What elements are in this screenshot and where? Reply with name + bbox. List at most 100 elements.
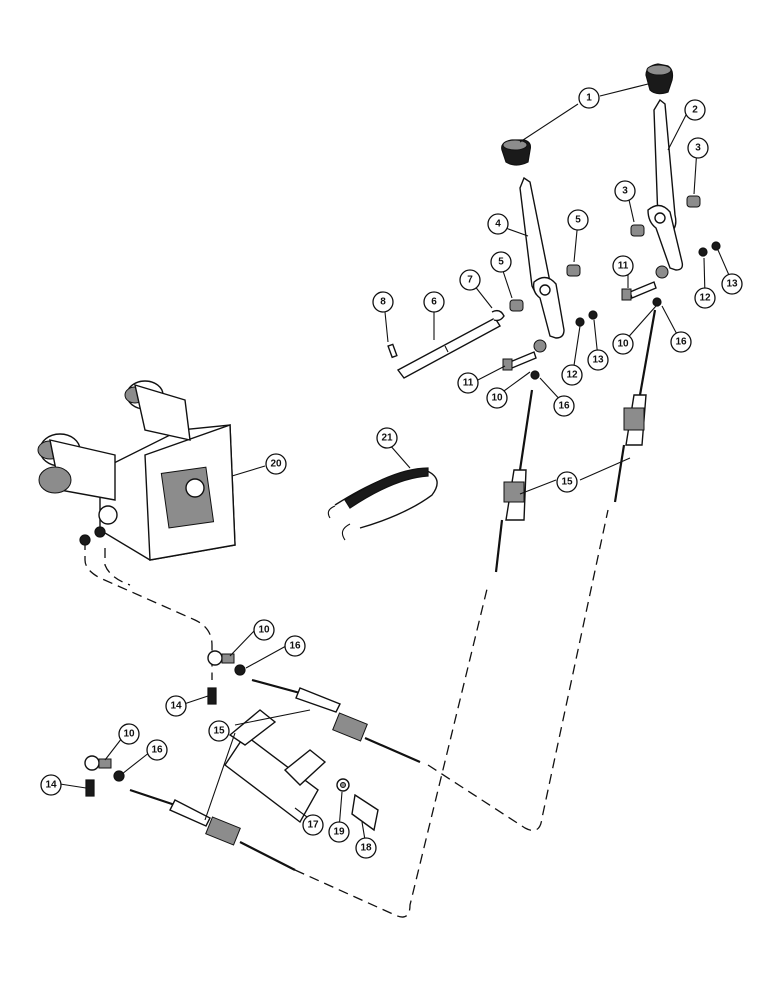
svg-text:6: 6 xyxy=(431,297,437,308)
nut-16d xyxy=(113,770,125,782)
svg-text:16: 16 xyxy=(558,401,570,412)
nut-16c xyxy=(234,664,246,676)
ball-joint-10b xyxy=(655,265,669,279)
svg-text:10: 10 xyxy=(123,729,135,740)
callout-8: 8 xyxy=(372,291,394,313)
callout-13-right: 13 xyxy=(721,273,743,295)
nut-16b xyxy=(652,297,662,307)
cable-routing-lines xyxy=(84,509,609,918)
pivot-shaft xyxy=(396,317,501,379)
nut-12a xyxy=(575,317,585,327)
callout-6: 6 xyxy=(423,291,445,313)
callout-17: 17 xyxy=(302,814,324,836)
control-lever-left xyxy=(519,176,565,339)
svg-text:11: 11 xyxy=(618,261,629,272)
control-cable-lower-upper xyxy=(251,678,421,764)
callout-12-right: 12 xyxy=(694,287,716,309)
callout-15-upper: 15 xyxy=(556,471,578,493)
svg-text:11: 11 xyxy=(463,378,474,389)
control-cable-upper-right xyxy=(613,309,657,503)
bolt-11a xyxy=(502,351,537,371)
callout-11-left: 11 xyxy=(457,372,479,394)
svg-text:16: 16 xyxy=(289,641,301,652)
lock-washer xyxy=(336,778,350,792)
svg-text:14: 14 xyxy=(170,701,182,712)
callout-10-upper-right: 10 xyxy=(612,333,634,355)
callout-3-left: 3 xyxy=(614,180,636,202)
callout-18: 18 xyxy=(355,837,377,859)
callout-14-lower: 14 xyxy=(40,774,62,796)
bushing-5b xyxy=(509,299,524,312)
callout-10-lower-lower: 10 xyxy=(118,723,140,745)
svg-text:7: 7 xyxy=(467,275,473,286)
nut-13b xyxy=(711,241,721,251)
callout-16-upper-left: 16 xyxy=(553,395,575,417)
callout-4: 4 xyxy=(487,213,509,235)
svg-text:19: 19 xyxy=(333,827,345,838)
callout-14-upper: 14 xyxy=(165,695,187,717)
rod-end-10d xyxy=(84,755,112,771)
lever-knob-2 xyxy=(645,63,674,95)
ball-joint-10a xyxy=(533,339,547,353)
bracket-bolt xyxy=(351,793,379,832)
svg-text:10: 10 xyxy=(617,339,629,350)
svg-text:16: 16 xyxy=(151,745,163,756)
callout-10-upper-left: 10 xyxy=(486,387,508,409)
roll-pin xyxy=(387,343,398,359)
svg-text:2: 2 xyxy=(692,105,698,116)
mounting-bracket xyxy=(224,709,327,824)
callout-19: 19 xyxy=(328,821,350,843)
callout-11-right: 11 xyxy=(612,255,634,277)
callout-5-lower: 5 xyxy=(490,251,512,273)
callout-13-left: 13 xyxy=(587,349,609,371)
bushing-3a xyxy=(630,224,645,237)
callout-15-lower: 15 xyxy=(208,720,230,742)
callout-20: 20 xyxy=(265,453,287,475)
callout-7: 7 xyxy=(459,269,481,291)
svg-text:17: 17 xyxy=(307,820,319,831)
svg-text:3: 3 xyxy=(622,186,628,197)
retaining-clip xyxy=(491,309,505,322)
callout-5-upper: 5 xyxy=(567,209,589,231)
control-cable-upper-left xyxy=(494,389,534,573)
callout-1: 1 xyxy=(578,87,600,109)
bushing-3b xyxy=(686,195,701,208)
svg-text:18: 18 xyxy=(360,843,372,854)
control-lever-right xyxy=(647,98,684,271)
callout-16-upper-right: 16 xyxy=(670,331,692,353)
callout-16-lower-lower: 16 xyxy=(146,739,168,761)
callout-3-right: 3 xyxy=(687,137,709,159)
svg-text:20: 20 xyxy=(270,459,282,470)
svg-text:12: 12 xyxy=(699,293,711,304)
svg-text:5: 5 xyxy=(575,215,581,226)
svg-text:8: 8 xyxy=(380,297,386,308)
control-cable-lower-lower xyxy=(129,788,296,871)
rod-end-10c xyxy=(207,650,235,666)
nut-13a xyxy=(588,310,598,320)
callout-2: 2 xyxy=(684,99,706,121)
svg-text:14: 14 xyxy=(45,780,57,791)
svg-text:13: 13 xyxy=(592,355,604,366)
svg-text:10: 10 xyxy=(258,625,270,636)
control-valve-assembly xyxy=(37,380,236,561)
callout-12-left: 12 xyxy=(561,364,583,386)
lever-knob-1 xyxy=(501,139,531,166)
svg-text:12: 12 xyxy=(566,370,578,381)
svg-text:15: 15 xyxy=(213,726,225,737)
callout-16-lower-upper: 16 xyxy=(284,635,306,657)
svg-text:13: 13 xyxy=(726,279,738,290)
nut-12b xyxy=(698,247,708,257)
nut-16a xyxy=(530,370,540,380)
svg-text:16: 16 xyxy=(675,337,687,348)
screw-14b xyxy=(85,779,95,797)
bushing-5a xyxy=(566,264,581,277)
bolt-11b xyxy=(621,281,657,301)
svg-text:10: 10 xyxy=(491,393,503,404)
svg-text:5: 5 xyxy=(498,257,504,268)
callout-21: 21 xyxy=(376,427,398,449)
svg-text:4: 4 xyxy=(495,219,501,230)
spring-clip xyxy=(327,467,438,541)
svg-text:1: 1 xyxy=(586,93,592,104)
svg-text:15: 15 xyxy=(561,477,573,488)
